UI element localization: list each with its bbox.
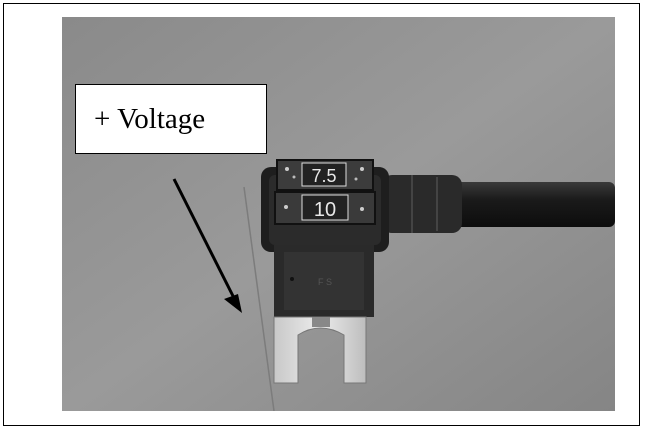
fuse-bottom-rating: 10: [314, 199, 336, 221]
arrow-head: [224, 294, 242, 313]
voltage-label-text: + Voltage: [94, 102, 206, 135]
svg-text:F S: F S: [318, 277, 332, 287]
fuse-top-rating: 7.5: [311, 166, 336, 186]
arrow-line: [172, 178, 238, 303]
voltage-label: + Voltage: [75, 84, 267, 154]
fuse-photo: 7.5 10 F S: [62, 17, 615, 411]
terminal-blade: [273, 316, 367, 384]
